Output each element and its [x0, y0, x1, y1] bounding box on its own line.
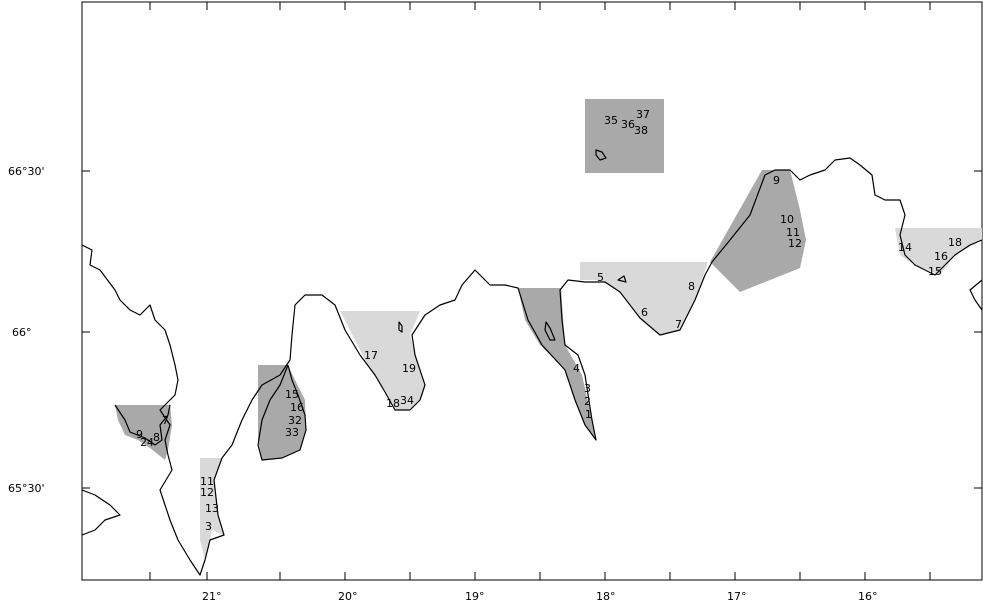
area-number: 34	[400, 394, 414, 407]
coastline-southwest	[81, 489, 121, 536]
longitude-ticks	[149, 2, 931, 580]
zone-west-fjord	[258, 365, 306, 460]
lon-label-19: 19°	[465, 590, 485, 603]
coastline-east-edge	[969, 279, 983, 311]
area-number: 16	[290, 401, 304, 414]
longitude-labels: 21° 20° 19° 18° 17° 16°	[202, 590, 878, 603]
island-offshore	[595, 149, 607, 161]
area-number: 9	[136, 428, 143, 441]
coastline-far-west	[114, 404, 171, 446]
area-number: 3	[205, 520, 212, 533]
area-number: 8	[153, 431, 160, 444]
lat-label-66: 66°	[12, 326, 32, 339]
latitude-labels: 66°30' 66° 65°30'	[8, 165, 45, 495]
area-number: 18	[386, 397, 400, 410]
area-number: 13	[205, 502, 219, 515]
map-frame	[81, 1, 983, 581]
area-number: 18	[948, 236, 962, 249]
area-number: 33	[285, 426, 299, 439]
area-number: 12	[200, 486, 214, 499]
area-number: 10	[780, 213, 794, 226]
zone-southwest-fjord	[200, 458, 224, 560]
zone-north-offshore	[585, 99, 664, 173]
area-number: 12	[788, 237, 802, 250]
area-number: 37	[636, 108, 650, 121]
area-number: 35	[604, 114, 618, 127]
zone-far-west-fjord	[115, 405, 172, 460]
coastline-west-fjord	[257, 364, 307, 461]
area-number: 2	[584, 395, 591, 408]
area-number: 7	[162, 414, 169, 427]
island-central-bay	[617, 275, 627, 283]
area-number: 11	[786, 226, 800, 239]
area-number: 1	[585, 408, 592, 421]
area-number: 24	[140, 436, 154, 449]
area-number: 16	[934, 250, 948, 263]
area-number: 32	[288, 414, 302, 427]
area-number: 14	[898, 241, 912, 254]
coastline	[81, 157, 983, 576]
area-number: 6	[641, 306, 648, 319]
lat-label-66-30: 66°30'	[8, 165, 45, 178]
area-number: 5	[597, 271, 604, 284]
area-number: 15	[928, 265, 942, 278]
area-number: 7	[675, 318, 682, 331]
area-number-labels: 35 36 37 38 9 10 11 12 14 16 18 15 5 8 6…	[136, 108, 962, 533]
zone-west-central-bay	[340, 311, 425, 410]
lon-label-17: 17°	[727, 590, 747, 603]
area-number: 15	[285, 388, 299, 401]
lon-label-21: 21°	[202, 590, 222, 603]
area-number: 11	[200, 475, 214, 488]
zone-central-fjord	[518, 288, 596, 440]
lon-label-18: 18°	[596, 590, 616, 603]
area-number: 4	[573, 362, 580, 375]
area-number: 38	[634, 124, 648, 137]
area-number: 3	[584, 382, 591, 395]
latitude-ticks	[82, 170, 982, 489]
zone-far-east-bay	[895, 228, 982, 275]
area-number: 19	[402, 362, 416, 375]
zone-central-bay	[580, 262, 708, 335]
lat-label-65-30: 65°30'	[8, 482, 45, 495]
area-number: 8	[688, 280, 695, 293]
area-number: 17	[364, 349, 378, 362]
lon-label-20: 20°	[338, 590, 358, 603]
island-central-fjord	[544, 321, 556, 341]
zone-east-bay	[710, 170, 806, 292]
lon-label-16: 16°	[858, 590, 878, 603]
area-number: 36	[621, 118, 635, 131]
island-west-central	[398, 321, 403, 333]
survey-zones	[115, 99, 982, 560]
area-number: 9	[773, 174, 780, 187]
